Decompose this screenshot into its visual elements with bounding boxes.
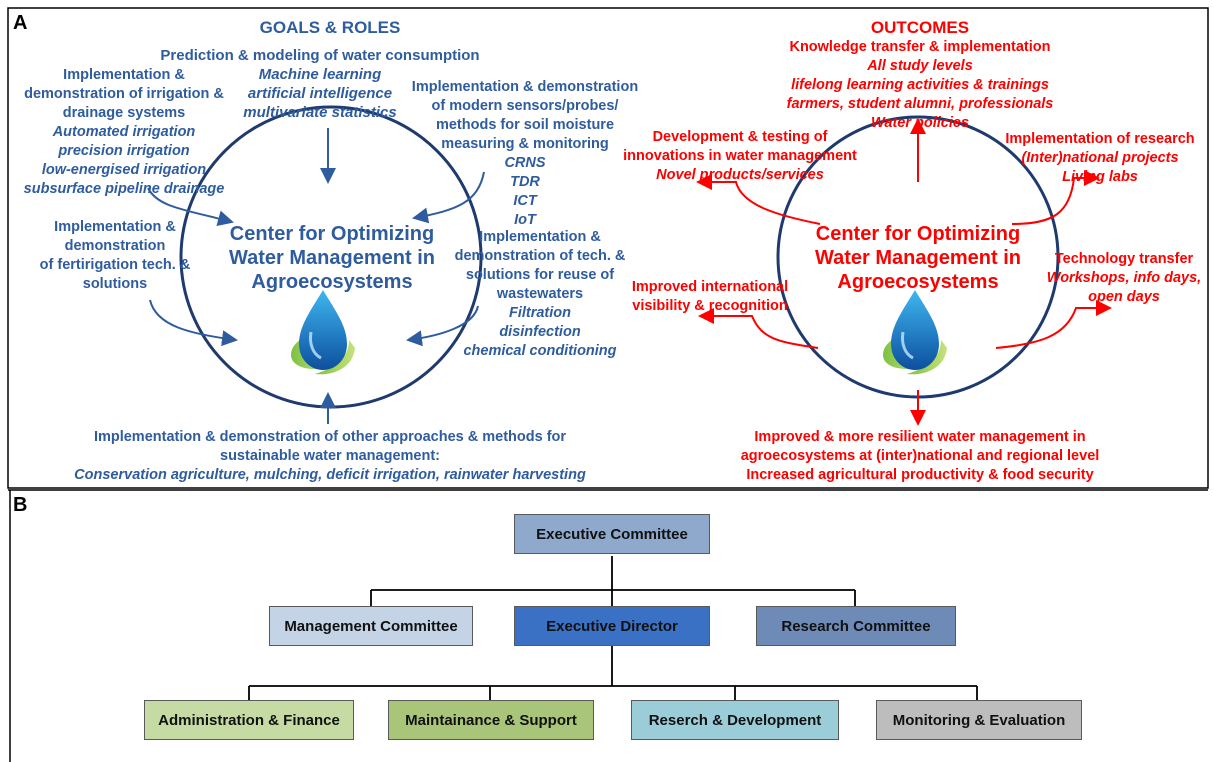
other-approaches-block: Implementation & demonstration of other … xyxy=(74,429,586,483)
knowledge-block: Knowledge transfer & implementation All … xyxy=(786,39,1054,131)
executive-committee-box: Executive Committee xyxy=(514,514,710,554)
irrigation-block: Implementation & demonstration of irriga… xyxy=(23,67,225,197)
sensors-block: Implementation & demonstration of modern… xyxy=(411,79,639,228)
executive-director-box: Executive Director xyxy=(514,606,710,646)
arrow-sensors xyxy=(412,171,485,224)
goals-roles-heading: GOALS & ROLES xyxy=(259,18,401,37)
technology-block: Technology transfer Workshops, info days… xyxy=(1046,251,1202,305)
prediction-block: Prediction & modeling of water consumpti… xyxy=(160,47,480,121)
panel-b-label: B xyxy=(13,494,28,516)
org-chart-connectors xyxy=(248,556,978,700)
center-title-left: Center for Optimizing Water Management i… xyxy=(229,223,435,293)
water-drop-logo-right xyxy=(883,290,947,375)
unit-reserch-development: Reserch & Development xyxy=(631,700,839,740)
panel-a-label: A xyxy=(13,12,28,34)
fertirigation-block: Implementation & demonstration of fertir… xyxy=(39,219,191,292)
arrow-visibility xyxy=(698,308,819,349)
arrow-innovation xyxy=(696,174,821,225)
arrow-reuse xyxy=(406,305,479,347)
arrow-technology xyxy=(995,300,1112,349)
unit-maintainance-support: Maintainance & Support xyxy=(388,700,594,740)
arrow-irrigation xyxy=(147,187,234,227)
arrow-research xyxy=(1011,170,1100,225)
unit-monitoring-evaluation: Monitoring & Evaluation xyxy=(876,700,1082,740)
innovation-block: Development & testing of innovations in … xyxy=(623,129,857,183)
management-committee-box: Management Committee xyxy=(269,606,473,646)
unit-administration-finance: Administration & Finance xyxy=(144,700,354,740)
research-block: Implementation of research (Inter)nation… xyxy=(1005,131,1195,185)
panel-a-border xyxy=(7,7,1209,489)
reuse-block: Implementation & demonstration of tech. … xyxy=(454,229,626,359)
visibility-block: Improved international visibility & reco… xyxy=(631,279,789,314)
outcomes-heading: OUTCOMES xyxy=(870,18,970,37)
arrow-fertirigation xyxy=(149,299,238,347)
center-title-right: Center for Optimizing Water Management i… xyxy=(815,223,1021,293)
research-committee-box: Research Committee xyxy=(756,606,956,646)
water-drop-logo-left xyxy=(291,290,355,375)
resilience-block: Improved & more resilient water manageme… xyxy=(740,429,1100,483)
